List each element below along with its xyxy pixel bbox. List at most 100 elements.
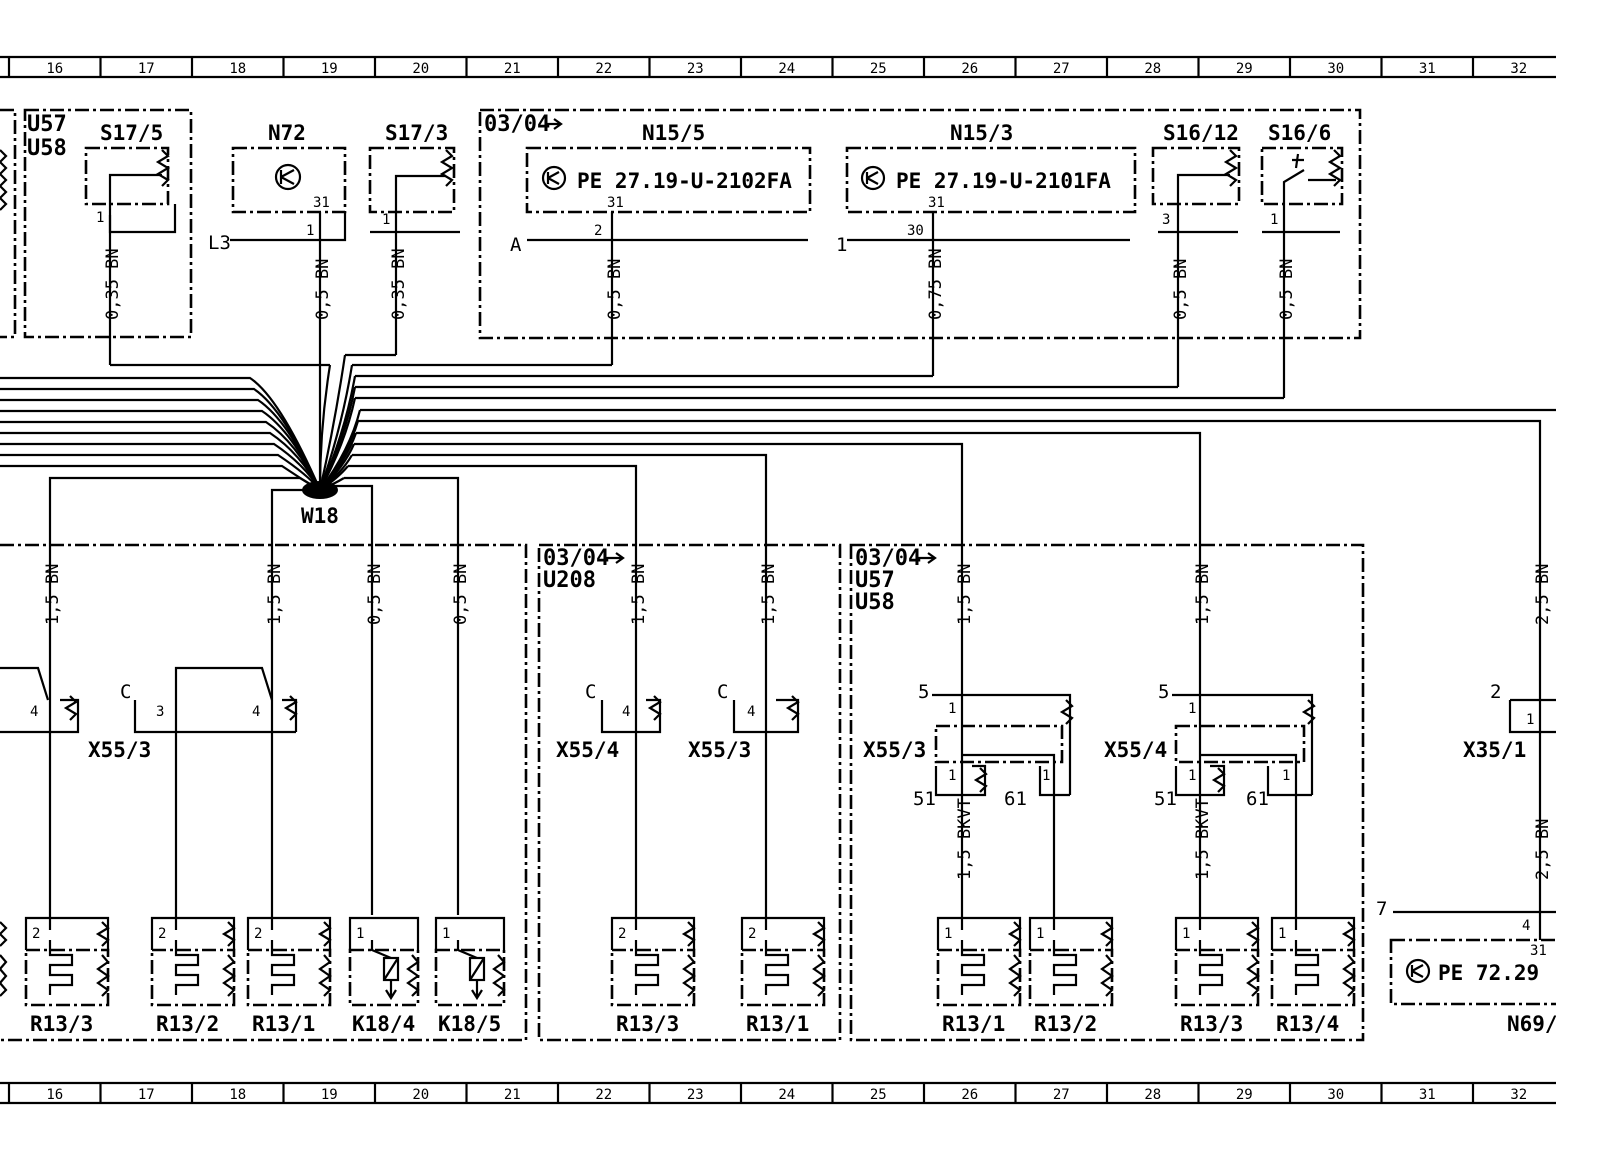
comp-label: R13/1	[746, 1012, 809, 1036]
svg-text:4: 4	[252, 704, 260, 720]
svg-text:7: 7	[1376, 898, 1387, 920]
bottom-components: 2R13/32R13/22R13/11K18/41K18/52R13/32R13…	[0, 149, 1356, 1036]
svg-text:2: 2	[594, 223, 602, 239]
s16-12-switch: S16/12 3	[1151, 121, 1241, 387]
top-ruler-label-29: 29	[1236, 61, 1253, 77]
top-ruler-label-20: 20	[412, 61, 429, 77]
svg-text:0,35 BN: 0,35 BN	[103, 248, 123, 320]
svg-text:4: 4	[1522, 918, 1530, 934]
svg-text:4: 4	[30, 704, 38, 720]
bottom-ruler-label-16: 16	[46, 1087, 63, 1103]
comp-label: R13/2	[156, 1012, 219, 1036]
svg-text:3: 3	[1162, 212, 1170, 228]
one-label: 1	[836, 234, 847, 256]
x55-4-label-2: X55/4	[1104, 738, 1167, 762]
x55-3-label-3: X55/3	[863, 738, 926, 762]
svg-text:1: 1	[1270, 212, 1278, 228]
comp-label: R13/1	[942, 1012, 1005, 1036]
u57-label-bottom: U57	[855, 568, 895, 593]
comp-label: R13/2	[1034, 1012, 1097, 1036]
u58-label-bottom: U58	[855, 590, 895, 615]
top-ruler-label-23: 23	[687, 61, 704, 77]
u57-label: U57	[27, 112, 67, 137]
svg-text:3: 3	[156, 704, 164, 720]
s17-3-switch: S17/3 1	[368, 121, 460, 355]
x55-3-label-1: X55/3	[88, 738, 151, 762]
svg-text:1,5 BKVT: 1,5 BKVT	[1193, 798, 1213, 880]
s16-6-switch: S16/6 1	[1260, 121, 1344, 398]
bottom-ruler-label-17: 17	[138, 1087, 155, 1103]
svg-text:0,5 BN: 0,5 BN	[365, 564, 385, 625]
u208-label: U208	[543, 568, 596, 593]
n69-pe-ref: PE 72.29	[1438, 961, 1539, 985]
svg-text:C: C	[120, 681, 131, 703]
u58-label: U58	[27, 136, 67, 161]
svg-text:1,5 BN: 1,5 BN	[955, 564, 975, 625]
svg-text:1: 1	[356, 926, 364, 942]
u57-connectors: 5 1 1 1 51 61 X55/3 5 1 1 1 51 61 X55/4	[863, 681, 1316, 930]
top-ruler-label-19: 19	[321, 61, 338, 77]
n72-component: N72 31 L3 1	[208, 121, 347, 482]
svg-text:31: 31	[928, 195, 945, 211]
bottom-ruler-label-19: 19	[321, 1087, 338, 1103]
svg-text:31: 31	[313, 195, 330, 211]
bottom-ruler-label-32: 32	[1510, 1087, 1527, 1103]
comp-label: R13/3	[1180, 1012, 1243, 1036]
top-ruler-label-31: 31	[1419, 61, 1436, 77]
bottom-ruler-label-21: 21	[504, 1087, 521, 1103]
svg-text:1,5 BN: 1,5 BN	[759, 564, 779, 625]
svg-text:1,5 BN: 1,5 BN	[629, 564, 649, 625]
svg-text:1: 1	[1526, 712, 1534, 728]
svg-text:1: 1	[442, 926, 450, 942]
svg-text:C: C	[717, 681, 728, 703]
svg-text:0,5 BN: 0,5 BN	[313, 259, 333, 320]
comp-label: K18/4	[352, 1012, 415, 1036]
svg-text:2: 2	[618, 926, 626, 942]
ref-0304-u57: 03/04	[855, 546, 921, 571]
svg-text:31: 31	[607, 195, 624, 211]
top-ruler-label-32: 32	[1510, 61, 1527, 77]
ref-0304-top: 03/04	[484, 112, 550, 137]
svg-text:1: 1	[382, 212, 390, 228]
top-ruler-label-17: 17	[138, 61, 155, 77]
comp-label: R13/3	[30, 1012, 93, 1036]
svg-text:1: 1	[1188, 701, 1196, 717]
x35-1-connector: 2 1 X35/1 7 4 PE 72.29 31 N69/	[1376, 681, 1573, 1036]
top-ruler-label-18: 18	[229, 61, 246, 77]
svg-text:1,5 BN: 1,5 BN	[265, 564, 285, 625]
svg-text:1: 1	[1042, 768, 1050, 784]
svg-text:1: 1	[1188, 768, 1196, 784]
l3-label: L3	[208, 232, 231, 254]
svg-text:1: 1	[306, 223, 314, 239]
n69-label: N69/	[1507, 1012, 1558, 1036]
svg-text:1: 1	[1036, 926, 1044, 942]
svg-text:5: 5	[1158, 681, 1169, 703]
top-wire-elbows	[110, 353, 1284, 400]
svg-text:51: 51	[913, 788, 936, 810]
x55-4-label-1: X55/4	[556, 738, 619, 762]
svg-text:1: 1	[1182, 926, 1190, 942]
s17-5-label: S17/5	[100, 121, 163, 145]
top-ruler-label-25: 25	[870, 61, 887, 77]
u208-connectors: C 4 X55/4 C 4 X55/3	[556, 681, 800, 930]
bottom-ruler-label-28: 28	[1144, 1087, 1161, 1103]
top-ruler-label-24: 24	[778, 61, 795, 77]
n72-label: N72	[268, 121, 306, 145]
bottom-ruler-label-29: 29	[1236, 1087, 1253, 1103]
svg-text:51: 51	[1154, 788, 1177, 810]
bottom-ruler-label-18: 18	[229, 1087, 246, 1103]
comp-label: K18/5	[438, 1012, 501, 1036]
s16-6-label: S16/6	[1268, 121, 1331, 145]
bottom-ruler-label-27: 27	[1053, 1087, 1070, 1103]
svg-text:1: 1	[948, 768, 956, 784]
n15-5-pe-ref: PE 27.19-U-2102FA	[577, 169, 792, 193]
top-ruler-label-30: 30	[1327, 61, 1344, 77]
comp-label: R13/3	[616, 1012, 679, 1036]
